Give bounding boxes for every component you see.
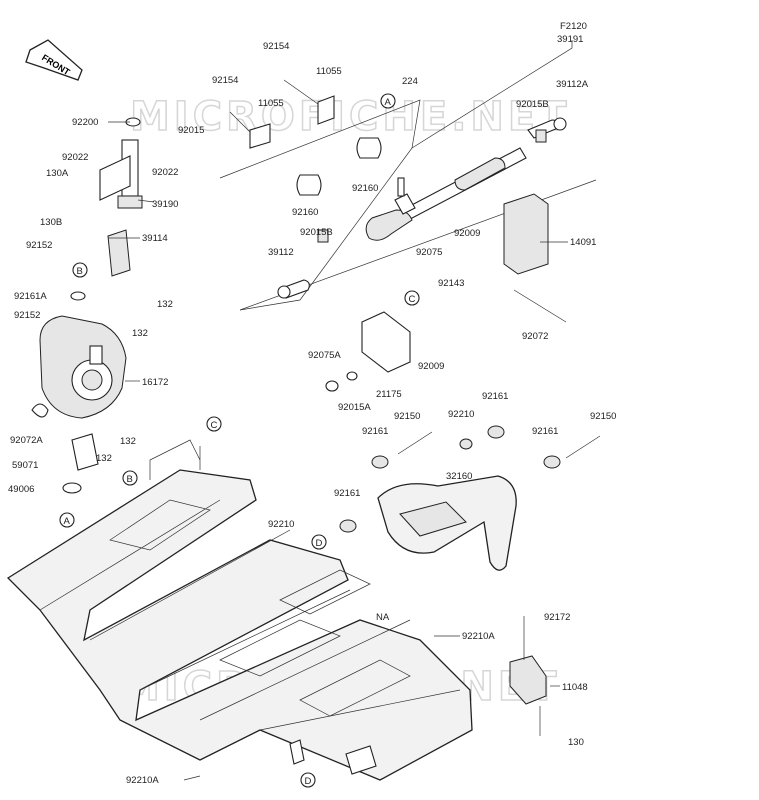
ref-d-frame: D: [305, 776, 312, 787]
ref-d-arm: D: [316, 538, 323, 549]
label-f2120: F2120: [560, 21, 587, 32]
label-92172: 92172: [544, 612, 570, 623]
label-132-d: 132: [96, 453, 112, 464]
label-92152-bottom: 92152: [14, 310, 40, 321]
ref-c-right: C: [409, 294, 416, 305]
label-130a: 130A: [46, 168, 69, 179]
label-92015: 92015: [178, 125, 204, 136]
ref-a-frame: A: [64, 516, 71, 527]
label-92160-right: 92160: [352, 183, 378, 194]
part-labels: F2120 39191 92154 11055 224 39112A 92154…: [8, 21, 616, 786]
label-92009-bottom: 92009: [418, 361, 444, 372]
label-224: 224: [402, 76, 418, 87]
label-92154-top: 92154: [263, 41, 289, 52]
label-na: NA: [376, 612, 390, 623]
label-92022-left: 92022: [62, 152, 88, 163]
label-92160-left: 92160: [292, 207, 318, 218]
label-92161-a: 92161: [482, 391, 508, 402]
label-132-b: 132: [132, 328, 148, 339]
label-92161-b: 92161: [362, 426, 388, 437]
label-14091: 14091: [570, 237, 596, 248]
label-92075: 92075: [416, 247, 442, 258]
label-11055-left: 11055: [258, 98, 284, 109]
label-92210a-bottom: 92210A: [126, 775, 159, 786]
label-130: 130: [568, 737, 584, 748]
bracket-11048: [509, 616, 547, 736]
label-92154-left: 92154: [212, 75, 238, 86]
label-92015a: 92015A: [338, 402, 371, 413]
reference-markers: A B C C B A D D: [59, 93, 420, 788]
label-49006: 49006: [8, 484, 34, 495]
ref-c-frame: C: [211, 420, 218, 431]
label-59071: 59071: [12, 460, 38, 471]
label-39112: 39112: [268, 247, 294, 258]
label-130b: 130B: [40, 217, 62, 228]
label-92210a-right: 92210A: [462, 631, 495, 642]
label-92022-right: 92022: [152, 167, 178, 178]
label-92143: 92143: [438, 278, 464, 289]
label-39114: 39114: [142, 233, 168, 244]
front-arrow-icon: FRONT: [25, 39, 83, 81]
label-92152-top: 92152: [26, 240, 52, 251]
label-92210-b: 92210: [268, 519, 294, 530]
label-39190: 39190: [152, 199, 178, 210]
watermark-top: MICROFICHE.NET: [130, 94, 571, 140]
label-16172: 16172: [142, 377, 168, 388]
label-92009-top: 92009: [454, 228, 480, 239]
ecu-box: [361, 193, 567, 373]
steering-column: [31, 117, 143, 494]
label-92015b-left: 92015B: [300, 227, 333, 238]
label-92161-c: 92161: [532, 426, 558, 437]
leader-lines: [108, 121, 568, 781]
label-132-c: 132: [120, 436, 136, 447]
label-92150-a: 92150: [394, 411, 420, 422]
label-39191: 39191: [557, 34, 583, 45]
label-132-a: 132: [157, 299, 173, 310]
label-92075a: 92075A: [308, 350, 341, 361]
label-92015b-right: 92015B: [516, 99, 549, 110]
ref-b-frame: B: [127, 474, 133, 485]
label-92161-d: 92161: [334, 488, 360, 499]
label-32160: 32160: [446, 471, 472, 482]
ref-b-left: B: [77, 266, 83, 277]
label-11055-top: 11055: [316, 66, 342, 77]
label-39112a: 39112A: [556, 79, 589, 90]
label-92072a: 92072A: [10, 435, 43, 446]
label-21175: 21175: [376, 389, 402, 400]
label-92161a: 92161A: [14, 291, 47, 302]
label-92072: 92072: [522, 331, 548, 342]
label-92150-b: 92150: [590, 411, 616, 422]
ref-a-top: A: [385, 97, 392, 108]
label-11048: 11048: [562, 682, 588, 693]
label-92200: 92200: [72, 117, 98, 128]
label-92210-a: 92210: [448, 409, 474, 420]
vehicle-frame: [6, 439, 473, 781]
suspension-arm: [325, 371, 601, 571]
